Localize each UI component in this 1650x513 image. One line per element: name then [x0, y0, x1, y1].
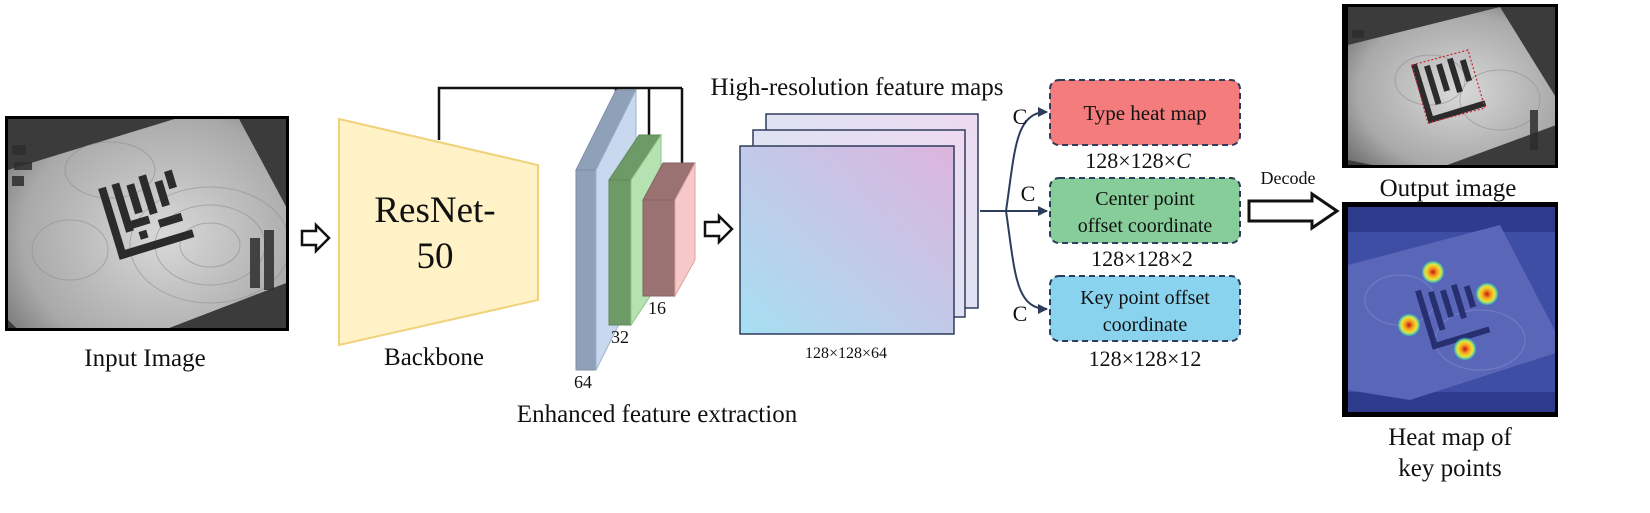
head-dims: 128×128×12: [1089, 346, 1202, 371]
heatmap-label-line2: key points: [1398, 455, 1501, 482]
channel-label-64: 64: [574, 372, 592, 392]
hollow-arrow-icon: [300, 221, 331, 255]
heatmap-label-line1: Heat map of: [1388, 424, 1512, 451]
qr-code-icon: [98, 169, 195, 260]
head-connector-2: C: [1013, 301, 1028, 326]
head-dims: 128×128×2: [1091, 246, 1193, 271]
backbone-label: Backbone: [384, 344, 484, 371]
head-type-heat-map: Type heat map 128×128×C: [1049, 79, 1241, 173]
enhanced-feature-extraction-label: Enhanced feature extraction: [517, 401, 798, 428]
output-image-label: Output image: [1380, 175, 1517, 202]
backbone-name-line1: ResNet-: [374, 190, 495, 231]
channel-label-32: 32: [611, 327, 629, 347]
feature-map-stack: 128×128×64: [739, 113, 979, 362]
head-name: Type heat map: [1083, 101, 1206, 125]
head-name-line1: Center point: [1095, 188, 1195, 210]
head-center-offset: Center point offset coordinate 128×128×2: [1049, 177, 1241, 271]
head-dims: 128×128×C: [1085, 148, 1191, 173]
backbone-name-line2: 50: [417, 236, 454, 277]
decode-label: Decode: [1261, 168, 1316, 188]
head-branches: [980, 107, 1048, 314]
head-connector-1: C: [1021, 181, 1036, 206]
decode-arrow-icon: [1247, 191, 1340, 231]
head-name-line1: Key point offset: [1080, 287, 1210, 309]
head-keypoint-offset: Key point offset coordinate 128×128×12: [1049, 275, 1241, 371]
input-image: Input Image: [5, 116, 289, 372]
keypoint-hotspots: [1397, 260, 1499, 361]
feature-block-16: 16: [642, 162, 696, 318]
heatmap-image: Heat map of key points: [1342, 202, 1558, 482]
high-res-feature-maps-label: High-resolution feature maps: [711, 74, 1004, 101]
head-name-line2: offset coordinate: [1078, 215, 1213, 237]
input-image-label: Input Image: [84, 345, 205, 372]
hollow-arrow-icon: [703, 212, 734, 246]
head-connector-0: C: [1013, 104, 1028, 129]
backbone-block: ResNet- 50 Backbone: [338, 117, 539, 371]
output-image: Output image: [1342, 4, 1558, 202]
feature-stack-dims: 128×128×64: [805, 345, 887, 362]
channel-label-16: 16: [648, 298, 666, 318]
head-name-line2: coordinate: [1103, 314, 1188, 336]
